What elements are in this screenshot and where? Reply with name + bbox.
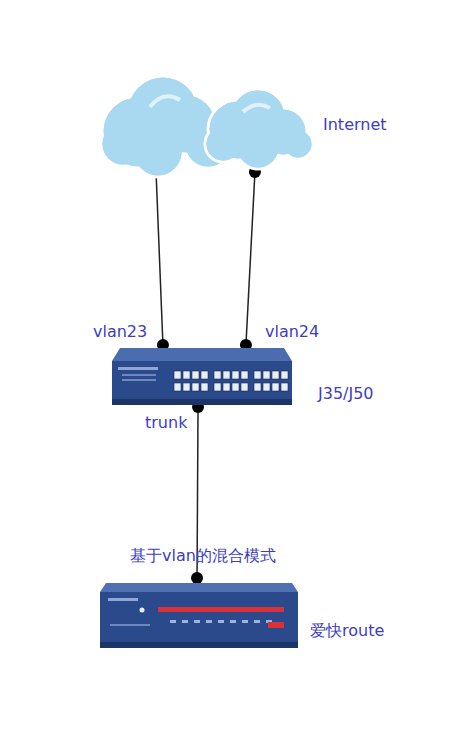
internet-cloud: Internet bbox=[98, 72, 313, 172]
cloud-shape bbox=[101, 76, 313, 177]
link-line bbox=[156, 172, 163, 345]
port-dot bbox=[191, 572, 203, 584]
switch-device: J35/J50 bbox=[112, 345, 292, 407]
link-line bbox=[246, 172, 255, 345]
router-device: 爱快route bbox=[100, 578, 298, 650]
router-device-outline bbox=[100, 578, 298, 650]
router-shape bbox=[100, 583, 298, 648]
device-label: J35/J50 bbox=[318, 384, 374, 404]
internet-cloud-outline bbox=[98, 72, 313, 172]
mode-label: 基于vlan的混合模式 bbox=[130, 546, 276, 566]
device-label: Internet bbox=[323, 115, 387, 135]
switch-shape bbox=[112, 348, 292, 405]
port-label: trunk bbox=[145, 413, 187, 433]
device-label: 爱快route bbox=[310, 621, 384, 641]
port-label: vlan23 bbox=[93, 322, 147, 342]
port-label: vlan24 bbox=[265, 322, 319, 342]
switch-device-outline bbox=[112, 345, 292, 407]
